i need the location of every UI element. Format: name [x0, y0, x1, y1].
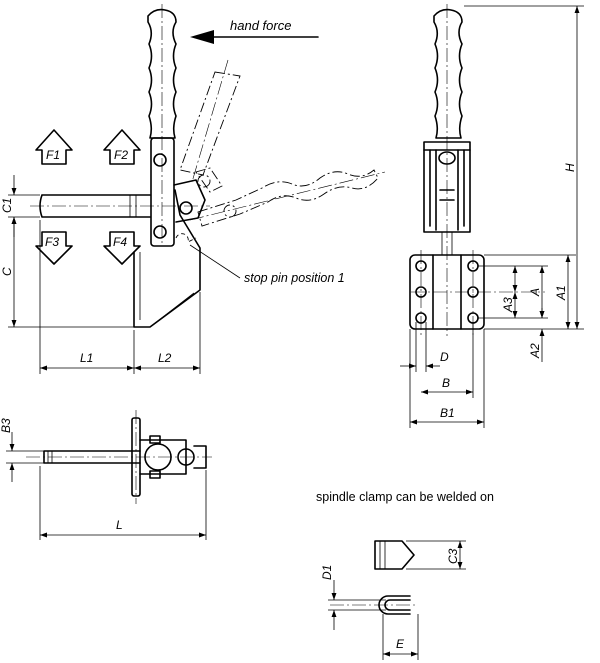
d-label: D	[440, 350, 449, 364]
force-arrow-f3: F3	[35, 231, 73, 265]
l2-label: L2	[158, 351, 172, 365]
c-label: C	[0, 267, 14, 276]
f3-label: F3	[45, 235, 59, 249]
dim-b3: B3	[0, 418, 44, 482]
l1-label: L1	[80, 351, 93, 365]
spindle-note-label: spindle clamp can be welded on	[316, 490, 494, 504]
stop-pin-callout: stop pin position 1	[189, 244, 345, 285]
dim-l1-l2: L1 L2	[39, 220, 201, 374]
dim-c3: C3	[406, 540, 466, 570]
spindle-clamp-detail: spindle clamp can be welded on C3 D1	[316, 490, 494, 660]
top-view: B3 L	[0, 410, 212, 540]
stop-pin-label: stop pin position 1	[244, 271, 345, 285]
c3-label: C3	[446, 548, 460, 564]
front-view: H A1 A A3 A2	[400, 4, 584, 428]
lever-body	[150, 137, 175, 247]
dim-b: B	[421, 322, 474, 398]
hand-force-arrow: hand force	[190, 18, 319, 44]
clamp-base	[133, 179, 206, 328]
hand-force-label: hand force	[230, 18, 291, 33]
d1-label: D1	[320, 565, 334, 580]
dim-c: C	[0, 217, 134, 328]
l-label: L	[116, 518, 123, 532]
ghost-lever-horizontal	[189, 167, 386, 227]
force-arrow-f2: F2	[103, 129, 141, 165]
b3-label: B3	[0, 418, 13, 433]
ghost-lever-upright	[179, 59, 241, 183]
dim-d: D	[400, 322, 449, 372]
a1-label: A1	[554, 285, 568, 301]
dim-a3: A3	[501, 266, 518, 318]
dim-d1: D1	[320, 565, 386, 630]
dim-l: L	[39, 466, 207, 540]
a2-label: A2	[528, 343, 542, 359]
b-label: B	[442, 376, 450, 390]
f4-label: F4	[113, 235, 127, 249]
dim-h: H	[464, 5, 584, 330]
dim-a2: A2	[528, 308, 545, 362]
e-label: E	[396, 637, 405, 651]
h-label: H	[563, 163, 577, 172]
c1-label: C1	[0, 198, 14, 213]
side-view: F1 F2 F3 F4 hand force stop pin position…	[0, 4, 386, 374]
f1-label: F1	[46, 148, 60, 162]
handle-grip	[147, 4, 177, 245]
f2-label: F2	[114, 148, 128, 162]
force-arrow-f1: F1	[35, 129, 73, 165]
force-arrow-f4: F4	[103, 231, 141, 265]
a-label: A	[528, 288, 542, 297]
a3-label: A3	[501, 297, 515, 313]
dim-a1: A1	[484, 254, 576, 329]
b1-label: B1	[440, 406, 455, 420]
dim-e: E	[382, 614, 419, 660]
dim-b1: B1	[409, 329, 485, 428]
